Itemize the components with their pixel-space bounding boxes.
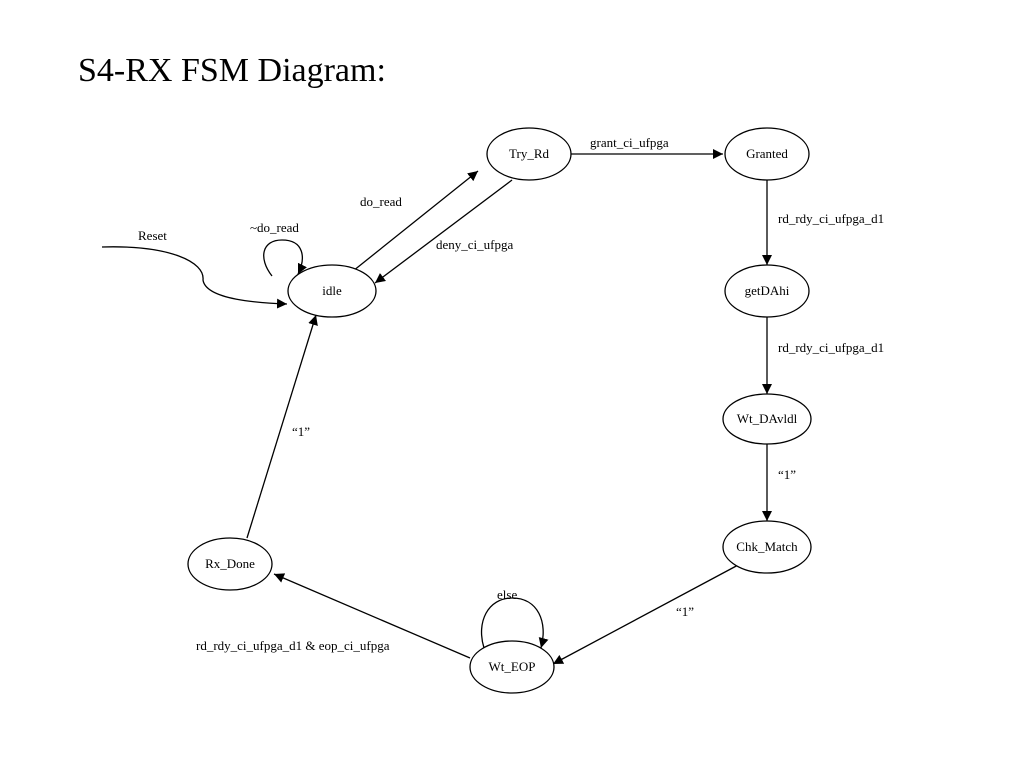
edge-reset <box>101 246 288 309</box>
label-rx-done-to-idle: “1” <box>292 424 310 439</box>
edge-wt-eop-to-rx-done <box>273 573 471 659</box>
label-wt-davldl-to-chk-match: “1” <box>778 467 796 482</box>
state-granted: Granted <box>724 127 810 181</box>
edge-try-rd-to-idle <box>374 179 513 284</box>
state-getdahi-label: getDAhi <box>745 283 790 298</box>
state-getdahi: getDAhi <box>724 264 810 318</box>
edge-idle-self-loop <box>263 239 307 277</box>
state-rx-done-label: Rx_Done <box>205 556 255 571</box>
state-granted-label: Granted <box>746 146 788 161</box>
label-chk-match-to-wt-eop: “1” <box>676 604 694 619</box>
state-wt-eop: Wt_EOP <box>469 640 555 694</box>
label-try-rd-to-idle: deny_ci_ufpga <box>436 237 513 252</box>
label-wt-eop-self: else <box>497 587 517 602</box>
state-idle-label: idle <box>322 283 342 298</box>
page-title: S4-RX FSM Diagram: <box>78 52 386 89</box>
state-wt-eop-label: Wt_EOP <box>489 659 536 674</box>
state-rx-done: Rx_Done <box>187 537 273 591</box>
state-wt-davldl: Wt_DAvldl <box>722 393 812 445</box>
state-chk-match: Chk_Match <box>722 520 812 574</box>
label-try-rd-to-granted: grant_ci_ufpga <box>590 135 669 150</box>
state-chk-match-label: Chk_Match <box>736 539 798 554</box>
edge-rx-done-to-idle <box>246 314 318 539</box>
label-idle-to-try-rd: do_read <box>360 194 402 209</box>
state-idle: idle <box>287 264 377 318</box>
label-granted-to-getdahi: rd_rdy_ci_ufpga_d1 <box>778 211 884 226</box>
label-getdahi-to-wt-davldl: rd_rdy_ci_ufpga_d1 <box>778 340 884 355</box>
label-wt-eop-to-rx-done: rd_rdy_ci_ufpga_d1 & eop_ci_ufpga <box>196 638 390 653</box>
state-try-rd: Try_Rd <box>486 127 572 181</box>
edge-chk-match-to-wt-eop <box>552 563 741 665</box>
label-idle-self: ~do_read <box>250 220 299 235</box>
edge-wt-eop-self-loop <box>480 597 549 649</box>
edge-idle-to-try-rd <box>332 170 479 288</box>
label-reset: Reset <box>138 228 167 243</box>
state-wt-davldl-label: Wt_DAvldl <box>737 411 798 426</box>
state-try-rd-label: Try_Rd <box>509 146 549 161</box>
